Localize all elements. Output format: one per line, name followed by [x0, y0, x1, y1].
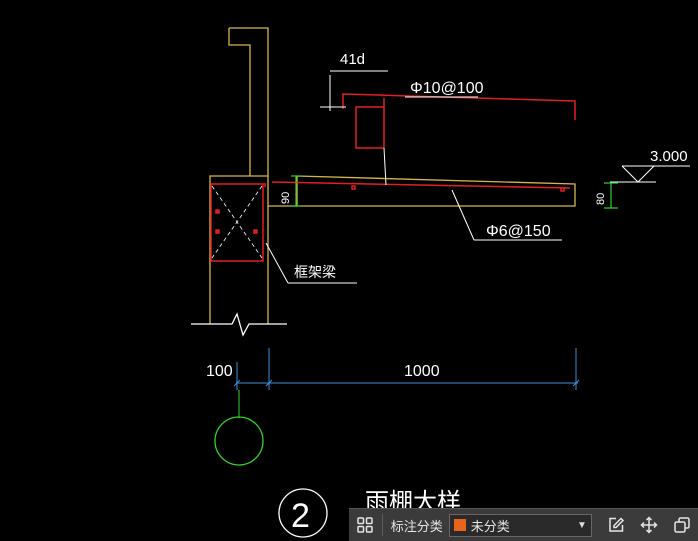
category-label: 标注分类	[390, 518, 443, 534]
detail-number-circle	[278, 488, 328, 538]
anchor-dim-text: 41d	[340, 51, 365, 68]
category-value: 未分类	[470, 518, 510, 534]
chevron-down-icon: ▼	[576, 519, 587, 531]
bottom-rebar-text: Φ6@150	[486, 223, 551, 240]
detail-number: 2	[291, 497, 310, 535]
dim-wall-text: 100	[206, 363, 233, 380]
edit-icon	[609, 517, 625, 532]
copy-icon	[673, 517, 690, 533]
move-button[interactable]	[632, 509, 665, 541]
category-dropdown[interactable]: 未分类 ▼	[448, 513, 592, 537]
copy-button[interactable]	[665, 509, 698, 541]
grid-button[interactable]	[349, 509, 382, 541]
leader-lines	[265, 70, 562, 284]
thickness-dims	[291, 175, 618, 209]
category-color-swatch	[453, 519, 466, 531]
top-rebar-text: Φ10@100	[410, 80, 484, 97]
wall-outline	[209, 27, 576, 324]
bottom-dimension	[233, 348, 580, 418]
break-line	[191, 312, 287, 337]
elevation-text: 3.000	[650, 148, 688, 165]
root-thickness-text: 90	[280, 192, 292, 204]
beam-rebar-cage	[210, 183, 264, 262]
dim-canopy-text: 1000	[404, 363, 440, 380]
toolbar-divider	[381, 514, 383, 536]
tip-thickness-text: 80	[595, 193, 607, 205]
annotation-toolbar: 标注分类 未分类 ▼	[349, 508, 698, 541]
axis-circle	[214, 416, 264, 466]
elevation-marker	[610, 165, 690, 183]
grid-icon	[357, 517, 374, 533]
edit-button[interactable]	[600, 509, 633, 541]
beam-label: 框架梁	[294, 264, 336, 280]
move-icon	[640, 516, 658, 534]
